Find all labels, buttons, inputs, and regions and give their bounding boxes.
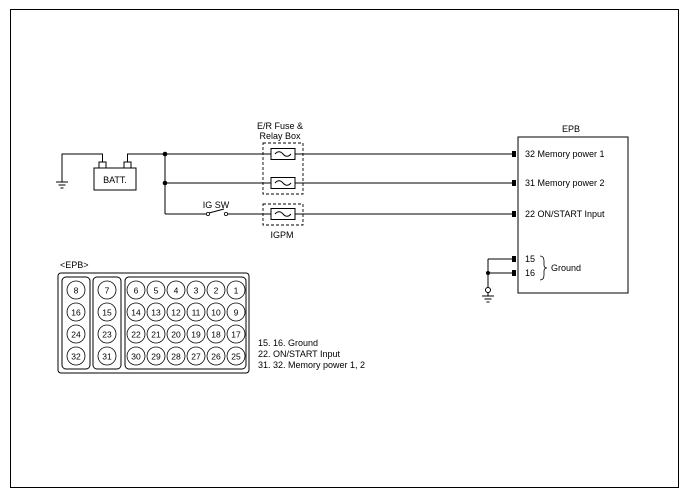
- connector-pin: 29: [146, 346, 166, 366]
- pin-legend: 15. 16. Ground 22. ON/START Input 31. 32…: [258, 338, 365, 370]
- connector-pin: 17: [226, 324, 246, 344]
- connector-pin: 31: [97, 346, 117, 366]
- connector-pin-number: 20: [171, 330, 181, 340]
- connector-pin-number: 23: [102, 330, 112, 340]
- connector-pin: 20: [166, 324, 186, 344]
- connector-pin: 25: [226, 346, 246, 366]
- connector-pin: 19: [186, 324, 206, 344]
- connector-pin-number: 15: [102, 308, 112, 318]
- connector-pin: 32: [66, 346, 86, 366]
- connector-pin: 4: [166, 280, 186, 300]
- connector-pin-number: 22: [131, 330, 141, 340]
- connector-pin: 5: [146, 280, 166, 300]
- epb-ground-label: Ground: [551, 263, 581, 273]
- connector-pin: 11: [186, 302, 206, 322]
- epb-module: EPB 32 Memory power 1 31 Memory power 2 …: [512, 124, 629, 294]
- connector-pin-number: 29: [151, 352, 161, 362]
- connector-pin: 16: [66, 302, 86, 322]
- connector-pin-number: 14: [131, 308, 141, 318]
- connector-pin-number: 32: [71, 352, 81, 362]
- epb-pin-31-label: 31 Memory power 2: [525, 178, 605, 188]
- fuse-icon: [270, 148, 296, 160]
- connector-pin: 27: [186, 346, 206, 366]
- connector-pin: 22: [126, 324, 146, 344]
- battery-label: BATT.: [103, 175, 127, 185]
- connector-pin-number: 12: [171, 308, 181, 318]
- connector-pin: 6: [126, 280, 146, 300]
- fuse-box-label-line2: Relay Box: [259, 131, 301, 141]
- connector-pin: 26: [206, 346, 226, 366]
- connector-pin: 18: [206, 324, 226, 344]
- legend-line: 15. 16. Ground: [258, 338, 318, 348]
- connector-pin-number: 13: [151, 308, 161, 318]
- connector-pin: 7: [97, 280, 117, 300]
- fuse-relay-box: E/R Fuse & Relay Box: [257, 121, 304, 195]
- connector-pin: 2: [206, 280, 226, 300]
- epb-pin-22-label: 22 ON/START Input: [525, 209, 605, 219]
- connector-pin: 15: [97, 302, 117, 322]
- connector-pin-number: 9: [234, 308, 239, 318]
- connector-title: <EPB>: [60, 260, 89, 270]
- connector-pin-number: 10: [211, 308, 221, 318]
- connector-pin: 13: [146, 302, 166, 322]
- connector-pin-number: 19: [191, 330, 201, 340]
- connector-pin-number: 16: [71, 308, 81, 318]
- connector-pin: 8: [66, 280, 86, 300]
- connector-pin-number: 27: [191, 352, 201, 362]
- connector-pin-number: 6: [134, 286, 139, 296]
- connector-pin: 3: [186, 280, 206, 300]
- igpm-label: IGPM: [270, 230, 293, 240]
- epb-title: EPB: [562, 124, 580, 134]
- igpm-module: IGPM: [262, 203, 304, 240]
- connector-pin: 30: [126, 346, 146, 366]
- connector-pin-number: 17: [231, 330, 241, 340]
- connector-pin-number: 4: [174, 286, 179, 296]
- connector-pin-number: 31: [102, 352, 112, 362]
- connector-pin-number: 26: [211, 352, 221, 362]
- epb-pin-16-label: 16: [525, 268, 535, 278]
- fuse-icon: [270, 208, 296, 220]
- epb-pin-32-label: 32 Memory power 1: [525, 149, 605, 159]
- ig-switch-label: IG SW: [203, 200, 230, 210]
- connector-pin: 28: [166, 346, 186, 366]
- connector-pin-number: 3: [194, 286, 199, 296]
- fuse-box-label-line1: E/R Fuse &: [257, 121, 303, 131]
- connector-pin: 24: [66, 324, 86, 344]
- connector-pin: 12: [166, 302, 186, 322]
- connector-pin-number: 30: [131, 352, 141, 362]
- connector-pin: 9: [226, 302, 246, 322]
- connector-pin-number: 5: [154, 286, 159, 296]
- connector-pin-number: 24: [71, 330, 81, 340]
- connector-pin-number: 18: [211, 330, 221, 340]
- ground-icon: [482, 292, 494, 303]
- epb-pin-15-label: 15: [525, 254, 535, 264]
- connector-pin: 14: [126, 302, 146, 322]
- connector-pin: 23: [97, 324, 117, 344]
- diagram-frame: [10, 9, 679, 488]
- connector-pin-number: 21: [151, 330, 161, 340]
- connector-pin-number: 28: [171, 352, 181, 362]
- connector-pin: 1: [226, 280, 246, 300]
- connector-pin-number: 25: [231, 352, 241, 362]
- battery: BATT.: [56, 153, 165, 191]
- connector-pin: 10: [206, 302, 226, 322]
- connector-pin-number: 2: [214, 286, 219, 296]
- ground-icon: [56, 181, 68, 189]
- epb-ground-wires: [482, 258, 512, 303]
- connector-pin-number: 11: [192, 308, 201, 318]
- legend-line: 31. 32. Memory power 1, 2: [258, 360, 365, 370]
- fuse-icon: [270, 177, 296, 189]
- ig-switch: IG SW: [203, 200, 230, 216]
- connector-pin-number: 7: [105, 286, 110, 296]
- connector-pin-number: 8: [74, 286, 79, 296]
- connector-pin: 21: [146, 324, 166, 344]
- connector-pin-number: 1: [234, 286, 239, 296]
- legend-line: 22. ON/START Input: [258, 349, 341, 359]
